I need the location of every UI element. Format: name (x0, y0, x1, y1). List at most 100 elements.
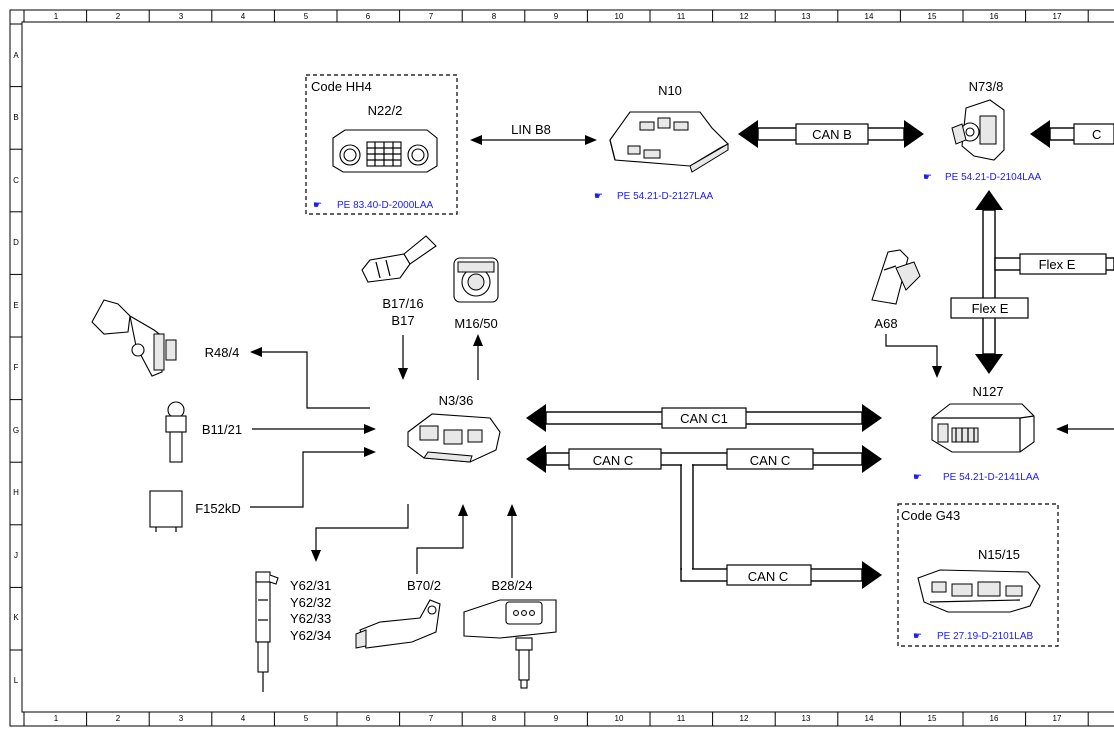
flex-e-vertical-bus (982, 209, 996, 355)
column-label: 12 (740, 12, 749, 21)
r48-4-signal-line (260, 351, 370, 409)
n10-reference-link[interactable]: PE 54.21-D-2127LAA (617, 191, 714, 202)
bus-joint-mask (682, 464, 692, 467)
a68-label: A68 (874, 316, 897, 331)
crankshaft-sensor-icon[interactable] (355, 599, 441, 649)
engine-control-unit-icon[interactable] (407, 413, 501, 463)
column-label: 1 (54, 714, 59, 723)
reference-hand-icon: ☛ (923, 172, 932, 183)
column-label: 12 (740, 714, 749, 723)
flex-e-lower-label: Flex E (972, 301, 1009, 316)
b17-16-label: B17/16 (382, 296, 423, 311)
column-label: 8 (492, 714, 497, 723)
g43-reference-link[interactable]: PE 27.19-D-2101LAB (937, 631, 1034, 642)
can-c-left-label-box (568, 448, 662, 470)
column-label: 2 (116, 12, 121, 21)
powertrain-control-unit-icon[interactable] (931, 403, 1035, 453)
f152kd-label: F152kD (195, 501, 241, 516)
throttle-valve-icon[interactable] (453, 257, 499, 303)
grid-column-labels-bottom: 1 2 3 4 5 6 7 8 9 10 11 12 13 14 15 16 1… (54, 714, 1062, 723)
code-hh4-label: Code HH4 (311, 79, 372, 94)
code-g43-group (897, 503, 1059, 647)
accelerator-pedal-icon[interactable] (871, 249, 921, 305)
b70-2-signal-line (416, 516, 464, 574)
n127-reference-link[interactable]: PE 54.21-D-2141LAA (943, 472, 1040, 483)
injector-signal-line (315, 504, 409, 550)
column-label: 15 (928, 714, 937, 723)
row-label: E (13, 301, 18, 310)
column-label: 3 (179, 714, 184, 723)
sam-control-unit-icon[interactable] (609, 111, 729, 173)
can-to-n73-arrow (1030, 120, 1050, 148)
can-c-left-label: CAN C (593, 453, 633, 468)
can-cut-label: C (1092, 127, 1101, 142)
can-b-arrow-right (904, 120, 924, 148)
climate-control-panel-icon[interactable] (332, 129, 438, 173)
n3-36-label: N3/36 (439, 393, 474, 408)
a68-signal-line (885, 334, 938, 368)
column-label: 6 (366, 12, 371, 21)
grid-row-ticks (10, 23, 22, 651)
can-c-arrow-left (526, 445, 546, 473)
row-label: A (13, 51, 19, 60)
y62-34-label: Y62/34 (290, 628, 331, 643)
pressure-sensor-icon[interactable] (463, 599, 557, 689)
column-label: 17 (1053, 714, 1062, 723)
can-c-right-label-box (726, 448, 814, 470)
coolant-temperature-sensor-icon[interactable] (165, 401, 187, 463)
can-c1-label: CAN C1 (680, 411, 728, 426)
fuel-injector-icon[interactable] (255, 571, 279, 692)
can-c-lower-arrow (862, 561, 882, 589)
column-label: 10 (615, 714, 624, 723)
grid-column-labels-top: 1 2 3 4 5 6 7 8 9 10 11 12 13 14 15 16 1… (54, 12, 1062, 21)
code-hh4-group (305, 74, 458, 215)
can-c-arrow-right (862, 445, 882, 473)
row-label: C (13, 176, 19, 185)
n127-label: N127 (972, 384, 1003, 399)
ignition-switch-icon[interactable] (951, 99, 1005, 161)
can-c1-label-box (661, 407, 747, 429)
n127-input-arrow (1056, 424, 1068, 434)
column-label: 2 (116, 714, 121, 723)
column-label: 8 (492, 12, 497, 21)
can-b-arrow-left (738, 120, 758, 148)
column-label: 6 (366, 714, 371, 723)
column-label: 10 (615, 12, 624, 21)
column-label: 13 (802, 12, 811, 21)
f152kd-signal-line (250, 451, 364, 508)
r48-4-arrow (250, 347, 262, 357)
row-label: J (14, 551, 18, 560)
reference-hand-icon: ☛ (313, 200, 322, 211)
reference-hand-icon: ☛ (913, 631, 922, 642)
b17-arrow (398, 368, 408, 380)
column-label: 7 (429, 714, 434, 723)
column-label: 1 (54, 12, 59, 21)
row-label: G (13, 426, 19, 435)
column-label: 14 (865, 714, 874, 723)
column-label: 5 (304, 714, 309, 723)
b11-21-arrow (364, 424, 376, 434)
relay-fuse-icon[interactable] (149, 490, 183, 532)
transmission-control-unit-icon[interactable] (917, 569, 1041, 613)
n10-label: N10 (658, 83, 682, 98)
temperature-sensor-icon[interactable] (361, 235, 437, 283)
hh4-reference-link[interactable]: PE 83.40-D-2000LAA (337, 200, 434, 211)
y62-32-label: Y62/32 (290, 595, 331, 610)
column-label: 13 (802, 714, 811, 723)
row-label: H (13, 488, 19, 497)
y62-33-label: Y62/33 (290, 611, 331, 626)
can-c-lower-label: CAN C (748, 569, 788, 584)
column-label: 9 (554, 12, 559, 21)
n22-2-label: N22/2 (368, 103, 403, 118)
grid-column-ticks (23, 10, 1089, 726)
coolant-heater-icon[interactable] (91, 299, 177, 377)
grid-row-labels: A B C D E F G H J K L (13, 51, 19, 685)
b28-24-arrow (507, 504, 517, 516)
can-cut-label-box (1073, 123, 1114, 145)
b70-2-label: B70/2 (407, 578, 441, 593)
reference-hand-icon: ☛ (594, 191, 603, 202)
n73-reference-link[interactable]: PE 54.21-D-2104LAA (945, 172, 1042, 183)
can-b-label: CAN B (812, 127, 852, 142)
a68-arrow (932, 366, 942, 378)
b70-2-arrow (458, 504, 468, 516)
